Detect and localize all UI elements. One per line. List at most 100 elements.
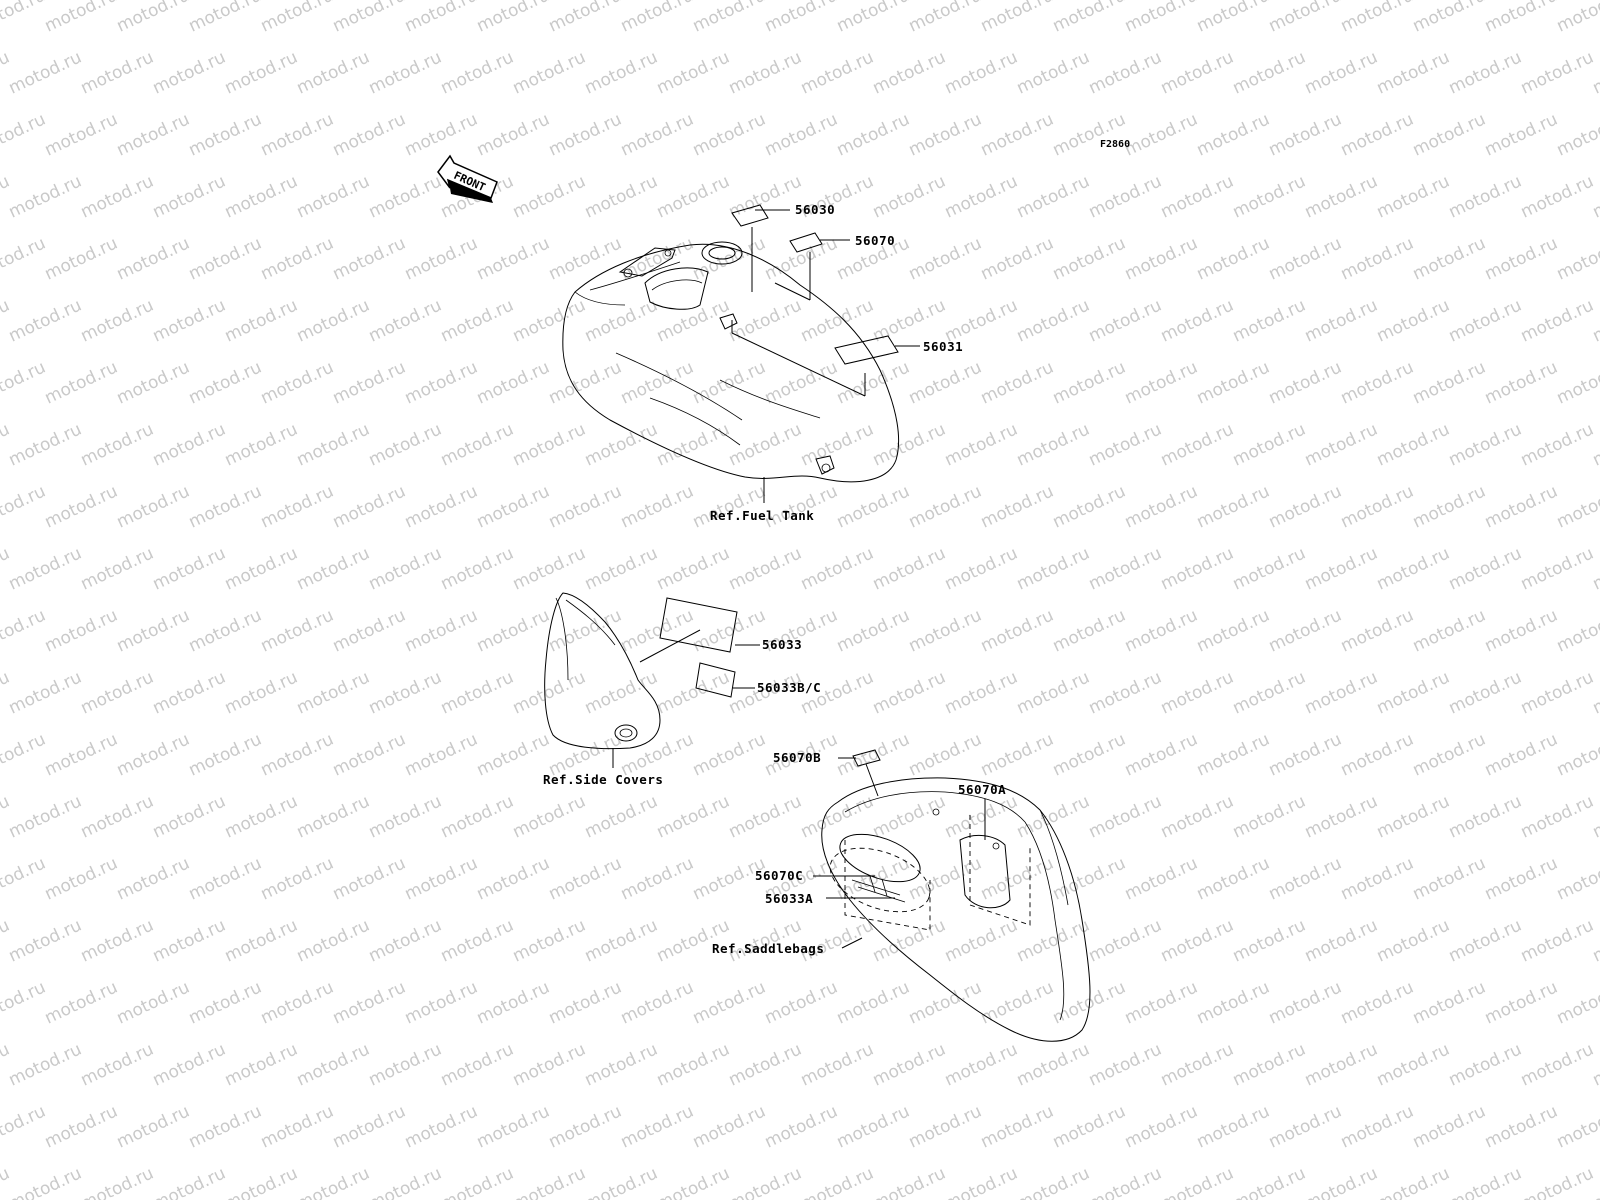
watermark-text: motod.ru bbox=[1338, 853, 1417, 904]
watermark-text: motod.ru bbox=[438, 1163, 517, 1200]
watermark-text: motod.ru bbox=[1230, 543, 1309, 594]
watermark-text: motod.ru bbox=[1482, 109, 1561, 160]
watermark-text: motod.ru bbox=[942, 667, 1021, 718]
watermark-text: motod.ru bbox=[402, 357, 481, 408]
watermark-text: motod.ru bbox=[402, 109, 481, 160]
watermark-text: motod.ru bbox=[402, 977, 481, 1028]
watermark-text: motod.ru bbox=[510, 543, 589, 594]
watermark-text: motod.ru bbox=[1158, 1039, 1237, 1090]
watermark-text: motod.ru bbox=[618, 853, 697, 904]
watermark-text: motod.ru bbox=[1338, 109, 1417, 160]
watermark-text: motod.ru bbox=[1518, 915, 1597, 966]
watermark-text: motod.ru bbox=[474, 977, 553, 1028]
watermark-text: motod.ru bbox=[114, 1101, 193, 1152]
watermark-text: motod.ru bbox=[546, 233, 625, 284]
watermark-text: motod.ru bbox=[1158, 1163, 1237, 1200]
watermark-text: motod.ru bbox=[1374, 1039, 1453, 1090]
watermark-text: motod.ru bbox=[942, 1163, 1021, 1200]
watermark-text: motod.ru bbox=[294, 295, 373, 346]
watermark-text: motod.ru bbox=[1086, 667, 1165, 718]
decal-56033 bbox=[639, 597, 760, 663]
watermark-text: motod.ru bbox=[78, 47, 157, 98]
watermark-text: motod.ru bbox=[1446, 295, 1525, 346]
watermark-text: motod.ru bbox=[798, 543, 877, 594]
watermark-text: motod.ru bbox=[330, 853, 409, 904]
watermark-text: motod.ru bbox=[978, 357, 1057, 408]
watermark-text: motod.ru bbox=[0, 605, 49, 656]
watermark-text: motod.ru bbox=[1302, 419, 1381, 470]
watermark-text: motod.ru bbox=[1554, 109, 1600, 160]
watermark-text: motod.ru bbox=[1518, 1039, 1597, 1090]
watermark-text: motod.ru bbox=[1446, 915, 1525, 966]
watermark-text: motod.ru bbox=[42, 977, 121, 1028]
watermark-text: motod.ru bbox=[690, 977, 769, 1028]
watermark-text: motod.ru bbox=[654, 419, 733, 470]
watermark-text: motod.ru bbox=[1482, 1101, 1561, 1152]
watermark-text: motod.ru bbox=[1230, 1163, 1309, 1200]
watermark-text: motod.ru bbox=[330, 357, 409, 408]
watermark-text: motod.ru bbox=[1446, 419, 1525, 470]
watermark-text: motod.ru bbox=[1122, 605, 1201, 656]
watermark-text: motod.ru bbox=[1374, 47, 1453, 98]
watermark-text: motod.ru bbox=[1410, 853, 1489, 904]
watermark-text: motod.ru bbox=[438, 915, 517, 966]
watermark-text: motod.ru bbox=[1158, 667, 1237, 718]
watermark-text: motod.ru bbox=[438, 47, 517, 98]
watermark-text: motod.ru bbox=[402, 233, 481, 284]
watermark-text: motod.ru bbox=[1338, 233, 1417, 284]
watermark-text: motod.ru bbox=[42, 1101, 121, 1152]
watermark-text: motod.ru bbox=[6, 171, 85, 222]
watermark-text: motod.ru bbox=[690, 233, 769, 284]
watermark-text: motod.ru bbox=[654, 543, 733, 594]
watermark-text: motod.ru bbox=[222, 295, 301, 346]
watermark-text: motod.ru bbox=[150, 47, 229, 98]
watermark-text: motod.ru bbox=[1122, 853, 1201, 904]
watermark-text: motod.ru bbox=[366, 791, 445, 842]
watermark-text: motod.ru bbox=[690, 605, 769, 656]
watermark-text: motod.ru bbox=[0, 729, 49, 780]
watermark-text: motod.ru bbox=[1482, 481, 1561, 532]
watermark-text: motod.ru bbox=[1446, 47, 1525, 98]
watermark-text: motod.ru bbox=[438, 667, 517, 718]
watermark-text: motod.ru bbox=[0, 1101, 49, 1152]
watermark-text: motod.ru bbox=[330, 0, 409, 37]
watermark-text: motod.ru bbox=[1482, 0, 1561, 37]
watermark-text: motod.ru bbox=[546, 0, 625, 37]
watermark-text: motod.ru bbox=[1014, 419, 1093, 470]
watermark-text: motod.ru bbox=[1302, 791, 1381, 842]
watermark-text: motod.ru bbox=[0, 977, 49, 1028]
watermark-text: motod.ru bbox=[798, 295, 877, 346]
watermark-text: motod.ru bbox=[1374, 667, 1453, 718]
watermark-text: motod.ru bbox=[258, 977, 337, 1028]
watermark-text: motod.ru bbox=[114, 357, 193, 408]
watermark-text: motod.ru bbox=[726, 295, 805, 346]
watermark-text: motod.ru bbox=[546, 1101, 625, 1152]
watermark-text: motod.ru bbox=[618, 0, 697, 37]
watermark-text: motod.ru bbox=[1338, 977, 1417, 1028]
watermark-text: motod.ru bbox=[510, 1039, 589, 1090]
watermark-text: motod.ru bbox=[510, 295, 589, 346]
watermark-text: motod.ru bbox=[1230, 915, 1309, 966]
watermark-text: motod.ru bbox=[1266, 357, 1345, 408]
watermark-text: motod.ru bbox=[474, 109, 553, 160]
watermark-text: motod.ru bbox=[1338, 729, 1417, 780]
watermark-text: motod.ru bbox=[1014, 543, 1093, 594]
watermark-text: motod.ru bbox=[42, 481, 121, 532]
watermark-text: motod.ru bbox=[1158, 543, 1237, 594]
watermark-text: motod.ru bbox=[1014, 47, 1093, 98]
callout-56070: 56070 bbox=[855, 233, 895, 248]
watermark-text: motod.ru bbox=[474, 0, 553, 37]
watermark-text: motod.ru bbox=[1374, 915, 1453, 966]
watermark-text: motod.ru bbox=[114, 729, 193, 780]
watermark-text: motod.ru bbox=[834, 977, 913, 1028]
watermark-text: motod.ru bbox=[402, 481, 481, 532]
watermark-text: motod.ru bbox=[42, 109, 121, 160]
watermark-text: motod.ru bbox=[1518, 47, 1597, 98]
watermark-text: motod.ru bbox=[870, 791, 949, 842]
watermark-text: motod.ru bbox=[258, 605, 337, 656]
watermark-text: motod.ru bbox=[1410, 233, 1489, 284]
watermark-text: motod.ru bbox=[1158, 915, 1237, 966]
watermark-text: motod.ru bbox=[1230, 47, 1309, 98]
watermark-text: motod.ru bbox=[42, 729, 121, 780]
